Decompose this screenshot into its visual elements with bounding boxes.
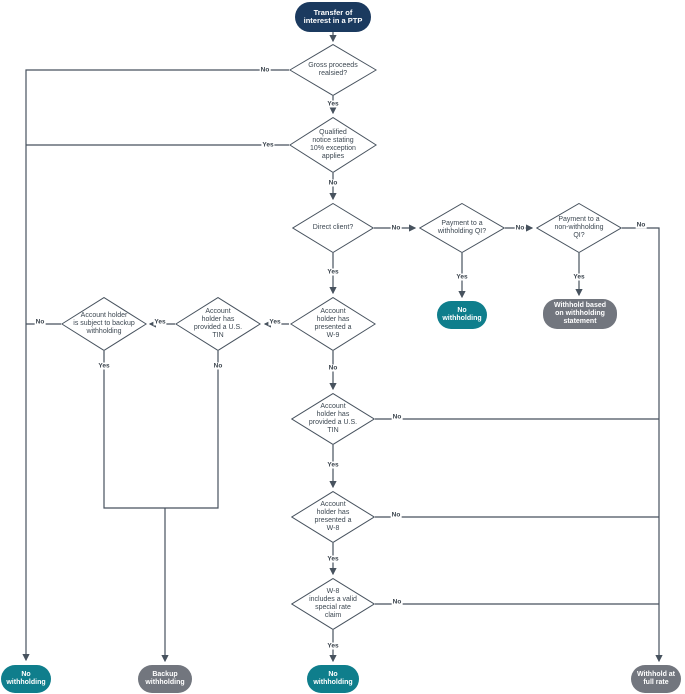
- edge-gross-no-left-rail: [22, 69, 289, 662]
- decision-qualified-notice: Qualified notice stating 10% exception a…: [289, 117, 377, 173]
- edge-label-yes: Yes: [326, 461, 340, 469]
- decision-label: Account holder has provided a U.S. TIN: [193, 308, 243, 339]
- result-no-withholding-mid: No withholding: [307, 665, 359, 693]
- decision-presented-w8: Account holder has presented a W-8: [291, 491, 375, 543]
- edge-label-no: No: [390, 511, 402, 519]
- edge-label-yes: Yes: [97, 362, 111, 370]
- edge-label-yes: Yes: [261, 141, 275, 149]
- decision-label: Account holder has presented a W-8: [314, 501, 352, 532]
- result-backup-withholding: Backup withholding: [138, 665, 192, 693]
- result-label: No withholding: [442, 307, 482, 322]
- edge-label-yes: Yes: [153, 318, 167, 326]
- edge-label-no: No: [327, 364, 339, 372]
- edge-label-no: No: [391, 413, 403, 421]
- decision-special-rate-claim: W-8 includes a valid special rate claim: [291, 578, 375, 630]
- result-no-withholding-left: No withholding: [1, 665, 51, 693]
- edge-label-yes: Yes: [455, 273, 469, 281]
- decision-provided-tin-left: Account holder has provided a U.S. TIN: [175, 297, 261, 351]
- decision-provided-tin-mid: Account holder has provided a U.S. TIN: [291, 393, 375, 445]
- edge-label-no: No: [34, 318, 46, 326]
- edge-label-yes: Yes: [326, 268, 340, 276]
- decision-backup-subject: Account holder is subject to backup with…: [61, 297, 147, 351]
- decision-label: Direct client?: [312, 224, 354, 231]
- edge-label-no: No: [390, 224, 402, 232]
- result-label: Withhold at full rate: [636, 671, 676, 686]
- edge-label-no: No: [514, 224, 526, 232]
- decision-label: Account holder is subject to backup with…: [73, 312, 135, 335]
- decision-non-withholding-qi: Payment to a non-withholding QI?: [536, 203, 622, 253]
- edge-backup-tin-merge: [103, 351, 219, 509]
- decision-label: W-8 includes a valid special rate claim: [309, 588, 357, 619]
- result-label: No withholding: [6, 671, 46, 686]
- result-label: No withholding: [313, 671, 353, 686]
- decision-presented-w9: Account holder has presented a W-9: [290, 297, 376, 351]
- edge-label-yes: Yes: [326, 555, 340, 563]
- result-label: Backup withholding: [145, 671, 185, 686]
- result-withhold-full-rate: Withhold at full rate: [631, 665, 681, 693]
- edge-label-yes: Yes: [326, 642, 340, 650]
- decision-gross-proceeds: Gross proceeds realsied?: [289, 44, 377, 96]
- edge-label-yes: Yes: [326, 100, 340, 108]
- decision-label: Payment to a withholding QI?: [437, 220, 487, 235]
- edge-label-yes: Yes: [268, 318, 282, 326]
- decision-direct-client: Direct client?: [292, 203, 374, 253]
- start-node: Transfer of interest in a PTP: [295, 2, 371, 32]
- decision-label: Account holder has provided a U.S. TIN: [308, 403, 358, 434]
- edge-label-no: No: [212, 362, 224, 370]
- edge-label-no: No: [259, 66, 271, 74]
- edge-nwqi-no-right-rail: [622, 227, 663, 663]
- decision-withholding-qi: Payment to a withholding QI?: [419, 203, 505, 253]
- result-withhold-statement: Withhold based on withholding statement: [543, 299, 617, 329]
- decision-label: Payment to a non-withholding QI?: [554, 216, 604, 239]
- decision-label: Account holder has presented a W-9: [314, 308, 352, 339]
- edge-label-no: No: [327, 179, 339, 187]
- decision-label: Qualified notice stating 10% exception a…: [310, 129, 356, 160]
- edge-label-no: No: [391, 598, 403, 606]
- result-label: Withhold based on withholding statement: [553, 302, 607, 325]
- decision-label: Gross proceeds realsied?: [308, 62, 358, 77]
- edge-label-yes: Yes: [572, 273, 586, 281]
- edge-label-no: No: [635, 221, 647, 229]
- start-node-label: Transfer of interest in a PTP: [303, 8, 363, 25]
- result-no-withholding-qi: No withholding: [437, 301, 487, 329]
